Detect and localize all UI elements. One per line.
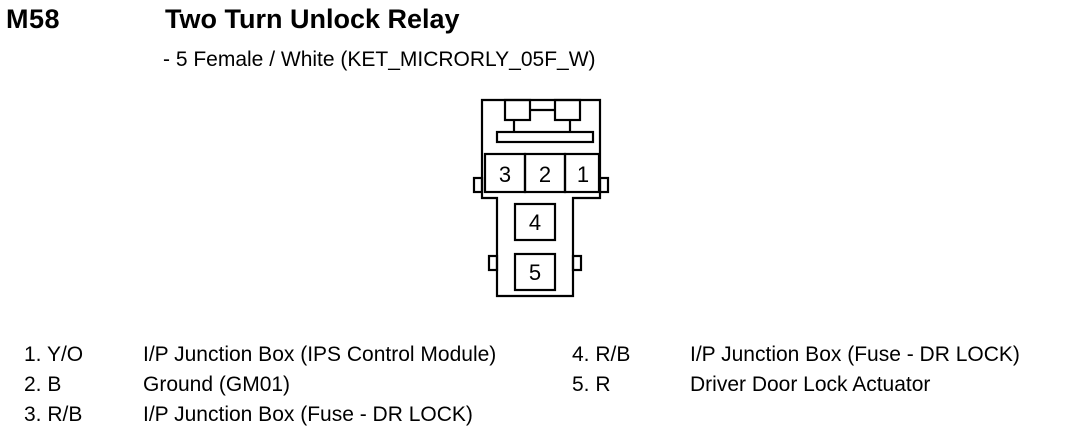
- pin-description: I/P Junction Box (Fuse - DR LOCK): [143, 403, 473, 426]
- pin-label-5: 5: [529, 260, 541, 285]
- pin-description: I/P Junction Box (Fuse - DR LOCK): [690, 343, 1020, 366]
- pin-label-4: 4: [529, 210, 541, 235]
- pin-label-3: 3: [499, 162, 511, 187]
- pin-number: 3. R/B: [24, 403, 83, 426]
- side-tab-left-upper: [472, 176, 484, 194]
- pin-cavity-4: [513, 202, 557, 242]
- pin-cavity-1: [563, 152, 601, 194]
- pin-label-2: 2: [539, 162, 551, 187]
- side-tab-right-lower: [571, 254, 583, 272]
- pin-description: Driver Door Lock Actuator: [690, 373, 931, 396]
- pin-cavity-5: [513, 252, 557, 292]
- side-tab-right-upper: [598, 176, 610, 194]
- connector-title: Two Turn Unlock Relay: [165, 4, 460, 34]
- latch-right: [553, 98, 582, 122]
- side-tab-left-lower: [487, 254, 499, 272]
- connector-diagram: 3 2 1 4 5: [472, 98, 610, 298]
- pin-number: 5. R: [572, 373, 611, 396]
- pin-number: 2. B: [24, 373, 62, 396]
- connector-subtitle: - 5 Female / White (KET_MICRORLY_05F_W): [163, 48, 596, 71]
- connector-housing: [480, 98, 602, 298]
- pin-label-1: 1: [577, 162, 589, 187]
- pin-number: 1. Y/O: [24, 343, 84, 366]
- latch-bar: [495, 130, 595, 144]
- connector-code: M58: [6, 4, 61, 34]
- pin-description: Ground (GM01): [143, 373, 291, 396]
- pin-number: 4. R/B: [572, 343, 631, 366]
- latch-left: [503, 98, 532, 122]
- pin-description: I/P Junction Box (IPS Control Module): [143, 343, 497, 366]
